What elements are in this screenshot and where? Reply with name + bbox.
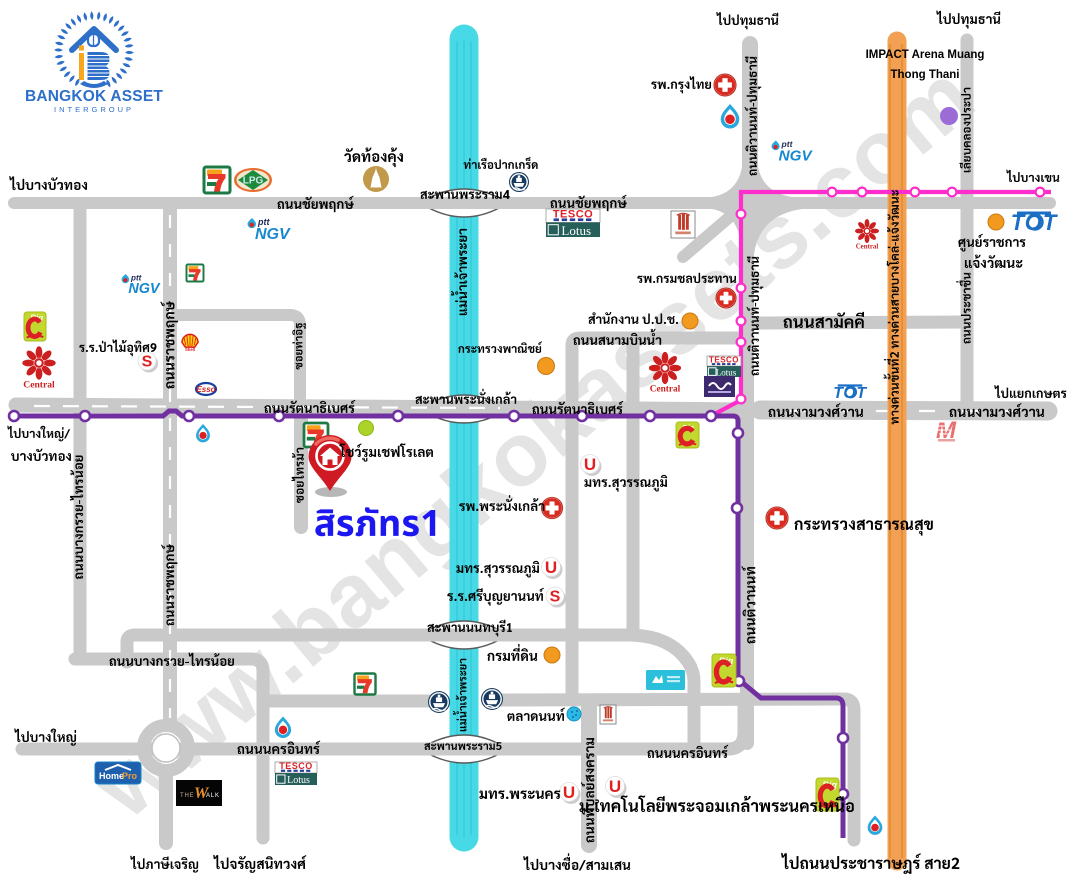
svg-text:Home: Home bbox=[99, 771, 124, 781]
svg-text:NGV: NGV bbox=[128, 281, 161, 297]
svg-text:IMPACT Arena Muang: IMPACT Arena Muang bbox=[866, 49, 985, 61]
svg-text:TOT: TOT bbox=[833, 385, 867, 402]
svg-text:ptt: ptt bbox=[781, 139, 794, 149]
svg-text:TESCO: TESCO bbox=[279, 761, 313, 771]
svg-text:S: S bbox=[550, 589, 561, 606]
svg-text:Esso: Esso bbox=[196, 385, 215, 394]
svg-text:Central: Central bbox=[650, 385, 681, 395]
svg-text:NGV: NGV bbox=[779, 147, 814, 164]
svg-text:Shell: Shell bbox=[185, 347, 195, 352]
svg-text:Lotus: Lotus bbox=[716, 367, 737, 377]
svg-text:Central: Central bbox=[23, 379, 55, 390]
svg-text:Thong Thani: Thong Thani bbox=[891, 69, 960, 81]
svg-text:W: W bbox=[194, 785, 210, 802]
svg-text:Central: Central bbox=[856, 244, 879, 251]
svg-text:NGV: NGV bbox=[255, 226, 291, 243]
svg-text:S: S bbox=[142, 354, 153, 371]
svg-text:BANGKOK ASSET: BANGKOK ASSET bbox=[25, 88, 163, 105]
svg-text:LPG: LPG bbox=[243, 176, 264, 187]
svg-text:Lotus: Lotus bbox=[287, 775, 310, 786]
svg-text:TESCO: TESCO bbox=[553, 208, 593, 220]
svg-text:U: U bbox=[609, 777, 621, 796]
svg-text:THE: THE bbox=[180, 793, 194, 799]
svg-text:INTERGROUP: INTERGROUP bbox=[54, 105, 134, 114]
svg-text:ALK: ALK bbox=[206, 793, 220, 799]
svg-text:TESCO: TESCO bbox=[709, 355, 739, 364]
svg-text:Lotus: Lotus bbox=[561, 223, 591, 238]
svg-text:U: U bbox=[545, 558, 557, 577]
svg-text:Pro: Pro bbox=[122, 771, 138, 781]
svg-text:ptt: ptt bbox=[130, 273, 142, 282]
svg-text:ptt: ptt bbox=[257, 217, 270, 227]
svg-text:U: U bbox=[584, 455, 596, 474]
svg-text:U: U bbox=[563, 783, 575, 802]
